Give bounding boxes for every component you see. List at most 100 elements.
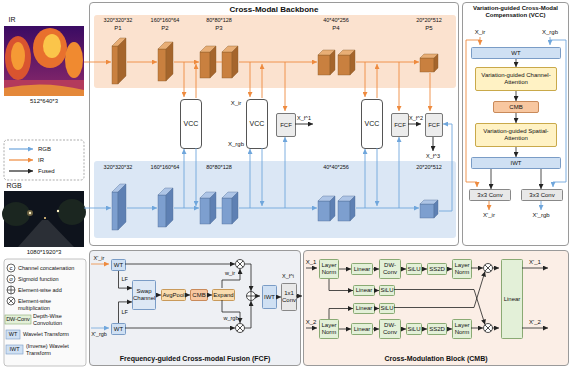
ir-feature-maps	[210, 46, 216, 78]
process-box: 3x3 Conv	[469, 189, 511, 201]
ir-feature-maps	[112, 38, 438, 58]
process-box: IWT	[471, 157, 561, 169]
label-text: IR	[9, 16, 16, 23]
symbol-legend	[7, 264, 15, 272]
rgb-feature-maps	[112, 184, 438, 204]
label-text: 80*80*128	[206, 164, 232, 171]
rgb-feature-maps	[118, 184, 126, 230]
box-label: Layer Norm	[320, 262, 338, 276]
cmb-wires	[522, 268, 548, 269]
rgb-wires	[127, 208, 157, 209]
process-box: VCC	[361, 99, 383, 149]
label-text: X_f^i	[282, 273, 294, 280]
rgb-wires	[216, 208, 222, 209]
box-label: Linear	[354, 326, 371, 333]
multiply-symbol	[485, 325, 491, 331]
legend-frame	[9, 159, 33, 160]
box-label: CMB	[509, 104, 522, 111]
connector	[541, 169, 542, 189]
multiply-symbol	[237, 261, 243, 267]
box-label: VCC	[250, 120, 265, 128]
process-box: Layer Norm	[319, 259, 339, 279]
rgb-feature-maps	[222, 198, 232, 224]
multiply-symbol	[484, 264, 493, 273]
box-label: Expand	[213, 292, 233, 299]
label-text: RGB	[6, 182, 21, 189]
rgb-wires	[262, 148, 263, 206]
fcf-wires	[222, 300, 240, 323]
box-label: 1x1 Conv	[282, 290, 296, 304]
rgb-image	[27, 210, 33, 216]
rgb-feature-maps	[338, 201, 350, 221]
process-box: Variation-guided Spatial-Attention	[475, 123, 557, 147]
ir-band	[94, 15, 456, 88]
rgb-feature-maps	[350, 196, 355, 221]
legend-text: IR	[38, 156, 82, 164]
process-box: Layer Norm	[452, 259, 472, 279]
legend-text: Wavelet Transform	[23, 331, 84, 338]
add-symbol	[247, 292, 256, 301]
ir-feature-maps	[420, 58, 434, 72]
box-label: FCF	[394, 122, 406, 129]
fcf-wires	[245, 264, 252, 291]
cmb-wires	[306, 268, 317, 269]
process-box: 3x3 Conv	[521, 189, 563, 201]
box-label: DW-Conv	[380, 262, 400, 276]
ir-wires	[216, 62, 222, 63]
fused-wires	[295, 124, 433, 151]
process-box: Swap Channel	[132, 280, 156, 310]
cmb-wires	[306, 268, 548, 328]
symbol-legend	[5, 315, 31, 324]
connector	[491, 169, 492, 189]
edge-label: LF	[121, 309, 129, 316]
label-text: w_rgb	[224, 315, 239, 322]
ir-image	[11, 42, 25, 70]
label-text: 320*320*32	[104, 17, 133, 24]
label-text: c	[10, 265, 13, 272]
process-box: Linear	[351, 263, 373, 275]
rgb-image	[58, 199, 86, 225]
panel-title: Variation-guided Cross-Modal Compensatio…	[465, 5, 566, 19]
box-label: IWT	[511, 160, 522, 167]
ir-wires	[174, 62, 199, 63]
label-text: X'_1	[529, 259, 541, 266]
vcc-wires	[541, 201, 542, 210]
box-label: SS2D	[429, 326, 445, 333]
fcf-wires	[91, 264, 109, 265]
rgb-wires	[184, 149, 185, 208]
multiply-symbol	[485, 265, 491, 271]
cmb-wires	[522, 328, 548, 329]
rgb-image	[44, 217, 46, 219]
rgb-wires	[250, 149, 251, 208]
vcc-wires	[466, 40, 480, 187]
ir-feature-maps	[112, 38, 438, 84]
process-box: SS2D	[427, 323, 447, 335]
ir-wires	[285, 62, 286, 111]
box-label: VCC	[365, 120, 380, 128]
box-label: 3x3 Conv	[529, 192, 554, 199]
process-box: IWT	[262, 285, 277, 309]
add-symbol	[247, 292, 256, 301]
panel-title: Frequency-guided Cross-modal Fusion (FCF…	[120, 355, 271, 363]
process-box: VCC	[180, 99, 202, 149]
label-text: X_1	[306, 259, 317, 266]
process-box: WT	[111, 259, 126, 271]
process-box: WT	[471, 47, 561, 59]
process-box: FCF	[425, 113, 443, 137]
legend-text: (Inverse) Wavelet Transform	[26, 343, 85, 357]
fcf-wires	[125, 264, 235, 265]
connector	[277, 297, 281, 298]
label-text: σ	[9, 276, 13, 283]
box-label: WT	[114, 326, 123, 333]
legend-text: RGB	[38, 145, 82, 153]
label-text: IWT	[9, 346, 19, 353]
rgb-feature-maps	[118, 184, 438, 230]
ir-image	[33, 28, 67, 68]
rgb-wires	[377, 148, 378, 206]
legend-frame	[9, 170, 33, 171]
label-text: 20*20*512	[416, 17, 442, 24]
cmb-wires	[493, 328, 500, 329]
symbol-legend	[6, 330, 20, 339]
ir-image	[4, 80, 84, 96]
legend-text: Channel concatenation	[18, 265, 84, 272]
